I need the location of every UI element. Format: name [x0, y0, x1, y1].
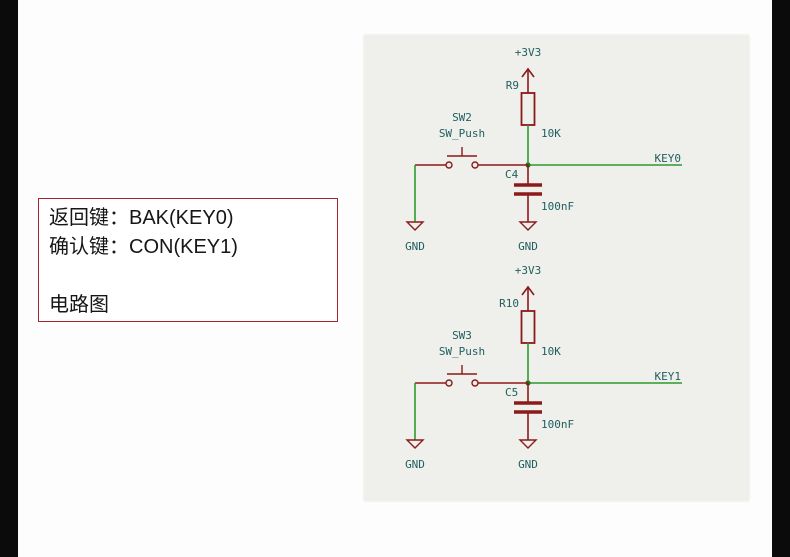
- power-label: +3V3: [515, 264, 542, 277]
- switch-ref: SW2: [452, 111, 472, 124]
- resistor-icon: [520, 92, 536, 126]
- key1-circuit: +3V3 R10 10K KEY1 SW3 SW_Push GND C5: [405, 264, 682, 471]
- capacitor-icon: [514, 165, 542, 222]
- resistor-value: 10K: [541, 345, 561, 358]
- capacitor-value: 100nF: [541, 200, 574, 213]
- net-label: KEY1: [655, 370, 682, 383]
- capacitor-ref: C5: [505, 386, 518, 399]
- ground-label: GND: [405, 240, 425, 253]
- left-letterbox-bar: [0, 0, 18, 557]
- net-label: KEY0: [655, 152, 682, 165]
- ground-label: GND: [518, 458, 538, 471]
- ground-icon: [405, 221, 425, 231]
- power-arrow-icon: [521, 67, 535, 93]
- key0-circuit: +3V3 R9 10K KEY0 SW2 SW_Push GND C4: [405, 46, 682, 253]
- back-key-label: 返回键：BAK(KEY0): [49, 207, 234, 229]
- capacitor-ref: C4: [505, 168, 519, 181]
- ground-icon: [405, 439, 425, 449]
- capacitor-icon: [514, 383, 542, 440]
- right-letterbox-bar: [772, 0, 790, 557]
- switch-ref: SW3: [452, 329, 472, 342]
- key-description-box: 返回键：BAK(KEY0) 确认键：CON(KEY1) 电路图: [38, 198, 338, 322]
- resistor-ref: R10: [499, 297, 519, 310]
- switch-value: SW_Push: [439, 345, 485, 358]
- power-arrow-icon: [521, 285, 535, 311]
- schematic-panel: [364, 35, 749, 501]
- schematic-caption: 电路图: [49, 294, 109, 316]
- confirm-key-label: 确认键：CON(KEY1): [49, 236, 238, 258]
- switch-value: SW_Push: [439, 127, 485, 140]
- ground-icon: [518, 439, 538, 449]
- ground-label: GND: [405, 458, 425, 471]
- resistor-icon: [520, 310, 536, 344]
- capacitor-value: 100nF: [541, 418, 574, 431]
- ground-label: GND: [518, 240, 538, 253]
- power-label: +3V3: [515, 46, 542, 59]
- push-switch-icon: [415, 365, 528, 387]
- resistor-value: 10K: [541, 127, 561, 140]
- ground-icon: [518, 221, 538, 231]
- push-switch-icon: [415, 147, 528, 169]
- resistor-ref: R9: [506, 79, 519, 92]
